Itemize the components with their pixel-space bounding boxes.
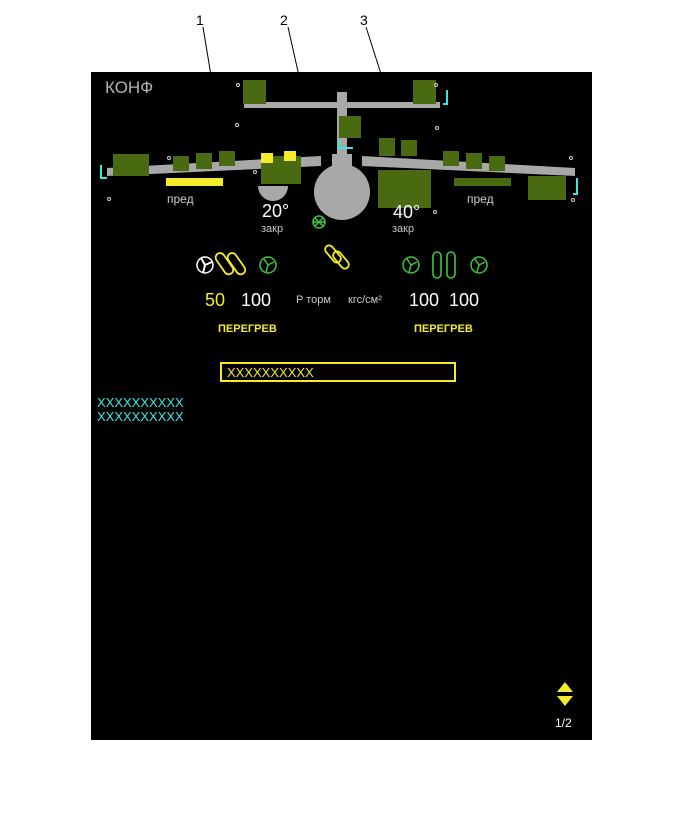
right-elevator-marker [443,90,448,105]
message-box-text: XXXXXXXXXX [227,365,314,380]
left-aileron [113,154,149,176]
message-box: XXXXXXXXXX [220,362,456,382]
left-spoiler-active-2 [284,151,296,161]
callout-label-2: 2 [280,12,288,28]
right-door-state: закр [392,223,415,235]
left-spoiler-3 [219,151,235,166]
fan-icon [402,256,420,274]
left-slat-label: пред [167,192,194,206]
brake-pressure-left-1: 50 [205,290,226,310]
left-brake-overheat-warning: ПЕРЕГРЕВ [218,323,277,335]
advisory-message-1: XXXXXXXXXX [97,395,184,410]
brake-temp-icon [214,252,247,276]
right-inner-flap [378,170,431,208]
left-flap-angle: 20° [262,201,290,221]
fuselage-body [314,164,370,220]
up-down-arrows-icon[interactable] [557,682,573,706]
rudder-marker [338,140,353,149]
right-aileron-marker [573,178,578,195]
right-flap-angle: 40° [393,202,421,222]
right-spoiler-1 [443,151,459,166]
horizontal-stabilizer [244,102,440,108]
left-gear-door [258,186,288,201]
left-spoiler-2 [196,153,212,169]
brake-pressure-right-2: 100 [449,290,480,310]
left-elevator [243,80,266,104]
brake-pressure-unit: кгс/см² [348,294,382,306]
left-spoiler-active-1 [261,153,273,163]
brake-temp-icon [324,244,350,270]
advisory-message-2: XXXXXXXXXX [97,409,184,424]
valve-icon [312,215,326,229]
right-aileron [528,176,566,200]
right-spoiler-2 [466,153,482,169]
brake-pressure-left-2: 100 [241,290,272,310]
left-aileron-marker [100,165,107,179]
right-slat-bar [454,178,511,186]
callout-label-1: 1 [196,12,204,28]
brake-pressure-label: P торм [296,294,331,306]
right-slat-label: пред [467,192,494,206]
left-spoiler-1 [173,156,189,171]
surface-position-dots [107,83,575,214]
callout-label-3: 3 [360,12,368,28]
page-indicator: 1/2 [555,716,572,730]
rudder [339,116,361,138]
aircraft-synoptic [100,80,578,706]
right-spoiler-0 [379,138,395,156]
fan-icon [196,256,214,274]
fan-icon [470,256,488,274]
brake-temp-icon [432,251,456,279]
left-slat-bar [166,178,223,186]
right-spoiler-00 [401,140,417,156]
fan-icon [259,256,277,274]
config-display-screen: КОНФ пред пред 20° 40° закр закр 50 100 … [91,72,592,740]
brake-pressure-right-1: 100 [409,290,440,310]
right-spoiler-3 [489,156,505,171]
right-elevator [413,80,436,104]
right-brake-overheat-warning: ПЕРЕГРЕВ [414,323,473,335]
left-door-state: закр [261,223,284,235]
mode-title: КОНФ [105,78,154,97]
